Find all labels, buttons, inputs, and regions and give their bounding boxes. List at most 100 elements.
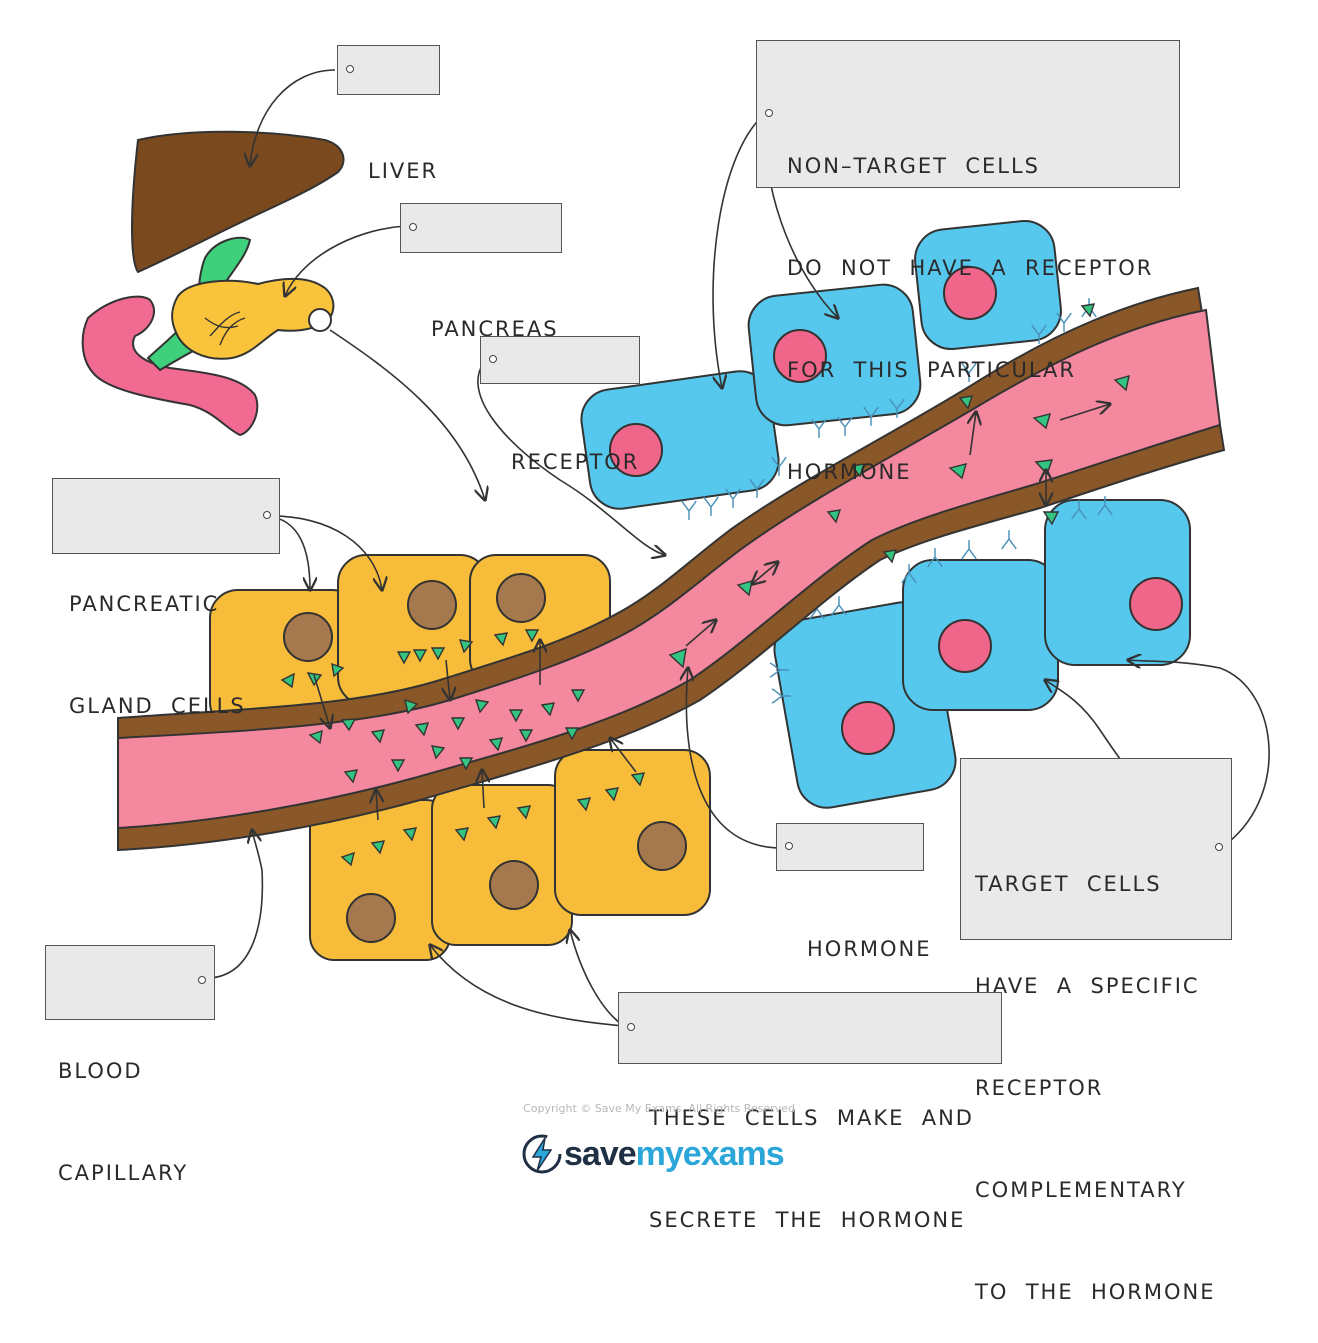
- pancreas-zoom-circle: [308, 308, 332, 332]
- hormone-molecule: [540, 702, 556, 717]
- hormone-molecule: [958, 395, 974, 410]
- hormone-molecule: [524, 629, 540, 643]
- hormone-molecule: [331, 662, 345, 678]
- organs: [81, 130, 345, 437]
- hormone-molecule: [630, 772, 646, 787]
- label-pancreatic-line: GLAND CELLS: [69, 694, 246, 718]
- label-non-target-cells: NON–TARGET CELLS DO NOT HAVE A RECEPTOR …: [756, 40, 1180, 484]
- hormone-molecule: [340, 718, 357, 732]
- label-hole: [627, 1023, 635, 1031]
- brand-save: save: [564, 1134, 637, 1173]
- hormone-molecule: [458, 757, 474, 771]
- hormone-molecule: [948, 463, 968, 480]
- label-hole: [1215, 843, 1223, 851]
- hormone-molecule: [488, 737, 504, 752]
- hormone-molecule: [454, 827, 470, 842]
- label-target-line: RECEPTOR: [975, 1076, 1104, 1100]
- cell-nucleus: [943, 266, 997, 320]
- label-hole: [785, 842, 793, 850]
- label-secrete-line: THESE CELLS MAKE AND: [649, 1106, 974, 1130]
- brand-my: my: [635, 1134, 684, 1173]
- label-pancreatic-line: PANCREATIC: [69, 592, 220, 616]
- hormone-molecule: [414, 722, 430, 737]
- hormone-molecule: [570, 689, 586, 703]
- label-target-line: HAVE A SPECIFIC: [975, 974, 1200, 998]
- hormone-molecule: [564, 727, 580, 741]
- label-secrete-line: SECRETE THE HORMONE: [649, 1208, 966, 1232]
- hormone-molecule: [370, 840, 386, 855]
- hormone-molecule: [576, 797, 592, 812]
- hormone-molecule: [474, 699, 490, 714]
- hormone-molecule: [280, 672, 295, 689]
- hormone-molecule: [340, 851, 355, 867]
- hormone-molecule: [396, 651, 412, 665]
- non-target-cell: [747, 283, 922, 427]
- hormone-molecule: [430, 745, 446, 760]
- gland-nucleus: [496, 573, 546, 623]
- hormone-molecule: [430, 647, 446, 661]
- blood-capillary: [117, 286, 1226, 852]
- label-hole: [346, 65, 354, 73]
- label-hole: [409, 223, 417, 231]
- gland-nucleus: [283, 612, 333, 662]
- label-target-line: COMPLEMENTARY: [975, 1178, 1187, 1202]
- hormone-molecule: [343, 769, 359, 784]
- hormone-molecule: [850, 463, 866, 478]
- hormone-molecule: [826, 509, 842, 524]
- hormone-molecule: [493, 632, 509, 647]
- label-hole: [198, 976, 206, 984]
- blood-lumen: [117, 308, 1222, 830]
- hormone-molecule: [508, 709, 524, 723]
- hormone-molecule: [1080, 303, 1096, 318]
- label-target-line: TARGET CELLS: [975, 872, 1162, 896]
- cell-nucleus: [1129, 577, 1183, 631]
- hormone-molecule: [518, 729, 534, 743]
- cell-nucleus: [938, 619, 992, 673]
- gland-cell: [554, 749, 711, 916]
- cell-nucleus: [609, 423, 663, 477]
- cell-nucleus: [773, 329, 827, 383]
- label-target-line: TO THE HORMONE: [975, 1280, 1216, 1304]
- brand-exams: exams: [682, 1134, 785, 1173]
- label-non-target-line: FOR THIS PARTICULAR: [787, 358, 1076, 382]
- label-hormone-text: HORMONE: [807, 937, 932, 961]
- gland-nucleus: [637, 821, 687, 871]
- hormone-molecule: [1042, 511, 1060, 526]
- hormone-molecule: [1113, 375, 1130, 392]
- copyright-text: Copyright © Save My Exams. All Rights Re…: [523, 1102, 795, 1115]
- label-pancreatic-gland-cells: PANCREATIC GLAND CELLS: [52, 478, 280, 718]
- gland-nucleus: [489, 860, 539, 910]
- hormone-molecule: [604, 787, 620, 802]
- duodenum: [81, 295, 259, 437]
- hormone-molecule: [412, 649, 428, 663]
- hormone-molecule: [1032, 413, 1052, 430]
- hormone-molecule: [402, 827, 418, 842]
- hormone-molecule: [404, 698, 419, 715]
- hormone-molecule: [668, 647, 687, 669]
- label-non-target-line: NON–TARGET CELLS: [787, 154, 1040, 178]
- label-hole: [765, 109, 773, 117]
- cell-nucleus: [841, 701, 895, 755]
- hormone-molecule: [370, 729, 386, 744]
- label-hole: [263, 511, 271, 519]
- hormone-molecule: [486, 815, 502, 830]
- label-liver: LIVER: [337, 45, 440, 183]
- label-liver-text: LIVER: [368, 159, 439, 183]
- gland-nucleus: [407, 580, 457, 630]
- hormone-molecule: [882, 549, 898, 564]
- movement-arrows: [313, 404, 1110, 821]
- label-target-cells: TARGET CELLS HAVE A SPECIFIC RECEPTOR CO…: [960, 758, 1232, 1304]
- hormone-molecule: [390, 759, 406, 773]
- lightning-bolt-icon: [522, 1134, 562, 1174]
- diagram-canvas: [81, 69, 1270, 1027]
- label-secrete-hormone: THESE CELLS MAKE AND SECRETE THE HORMONE: [618, 992, 1002, 1232]
- hormone-molecule: [450, 717, 466, 731]
- label-hormone: HORMONE: [776, 823, 930, 961]
- label-non-target-line: DO NOT HAVE A RECEPTOR: [787, 256, 1154, 280]
- label-blood-line: CAPILLARY: [58, 1161, 189, 1185]
- hormone-molecule: [736, 580, 753, 597]
- brand-logo[interactable]: save my exams: [520, 1130, 785, 1178]
- blue-cells: [580, 219, 1191, 809]
- label-blood-line: BLOOD: [58, 1059, 143, 1083]
- label-blood-capillary: BLOOD CAPILLARY: [45, 945, 215, 1185]
